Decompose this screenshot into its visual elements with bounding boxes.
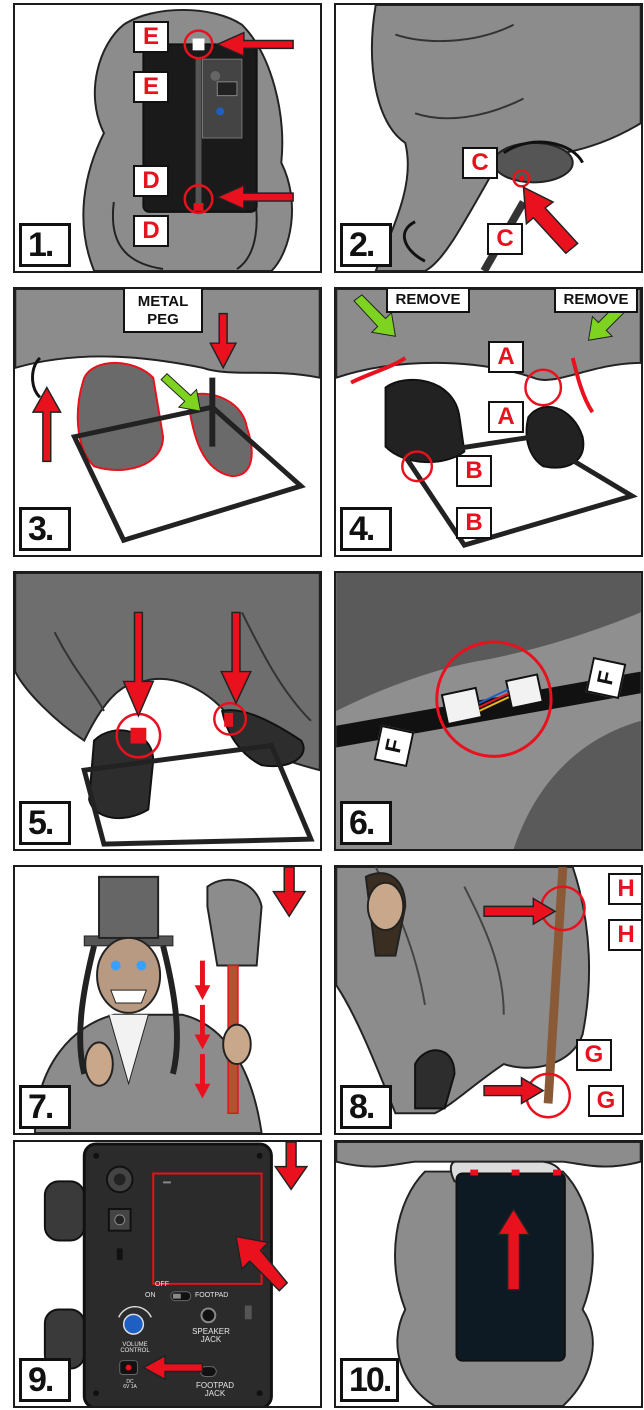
label-h-bottom: H — [608, 919, 643, 951]
step-number: 3. — [19, 507, 71, 551]
dc-label: DC 6V 1A — [115, 1380, 145, 1391]
step-number: 2. — [340, 223, 392, 267]
step-5-panel: 5. — [13, 571, 322, 851]
step-4-panel: REMOVE REMOVE A A B B 4. — [334, 287, 643, 557]
step-10-panel: 10. — [334, 1140, 643, 1408]
label-d-top: D — [133, 165, 169, 197]
step-number: 10. — [340, 1358, 399, 1402]
step-6-panel: F F 6. — [334, 571, 643, 851]
step-number: 4. — [340, 507, 392, 551]
label-g-top: G — [576, 1039, 612, 1071]
step-number: 6. — [340, 801, 392, 845]
arrow-right-icon — [484, 1078, 543, 1104]
label-metal-peg: METAL PEG — [123, 287, 203, 333]
volume-label: VOLUME CONTROL — [115, 1342, 155, 1355]
label-remove-right: REMOVE — [554, 287, 638, 313]
label-e-top: E — [133, 21, 169, 53]
step-8-panel: H H G G 8. — [334, 865, 643, 1135]
label-b-bottom: B — [456, 507, 492, 539]
step-number: 7. — [19, 1085, 71, 1129]
step-number: 1. — [19, 223, 71, 267]
step-1-panel: E E D D 1. — [13, 3, 322, 273]
label-a-top: A — [488, 341, 524, 373]
step-9-panel: OFF ON FOOTPAD VOLUME CONTROL SPEAKER JA… — [13, 1140, 322, 1408]
label-c-bottom: C — [487, 223, 523, 255]
label-d-bottom: D — [133, 215, 169, 247]
arrow-down-right-icon — [161, 374, 200, 411]
label-e-bottom: E — [133, 71, 169, 103]
label-a-bottom: A — [488, 401, 524, 433]
arrow-up-icon — [33, 388, 61, 462]
footpad-jack-label: FOOTPAD JACK — [191, 1382, 239, 1399]
step-7-panel: 7. — [13, 865, 322, 1135]
step-number: 8. — [340, 1085, 392, 1129]
arrow-up-left-icon — [523, 187, 577, 253]
label-b-top: B — [456, 455, 492, 487]
step-number: 9. — [19, 1358, 71, 1402]
arrow-down-icon — [273, 867, 305, 916]
label-h-top: H — [608, 873, 643, 905]
arrow-down-icon — [275, 1142, 307, 1189]
switch-on-label: ON — [145, 1292, 156, 1299]
switch-footpad-label: FOOTPAD — [195, 1292, 228, 1299]
label-remove-left: REMOVE — [386, 287, 470, 313]
speaker-jack-label: SPEAKER JACK — [187, 1328, 235, 1345]
switch-off-label: OFF — [155, 1281, 169, 1288]
label-g-bottom: G — [588, 1085, 624, 1117]
step-2-panel: C C 2. — [334, 3, 643, 273]
step-3-panel: METAL PEG 3. — [13, 287, 322, 557]
label-c-top: C — [462, 147, 498, 179]
step-number: 5. — [19, 801, 71, 845]
